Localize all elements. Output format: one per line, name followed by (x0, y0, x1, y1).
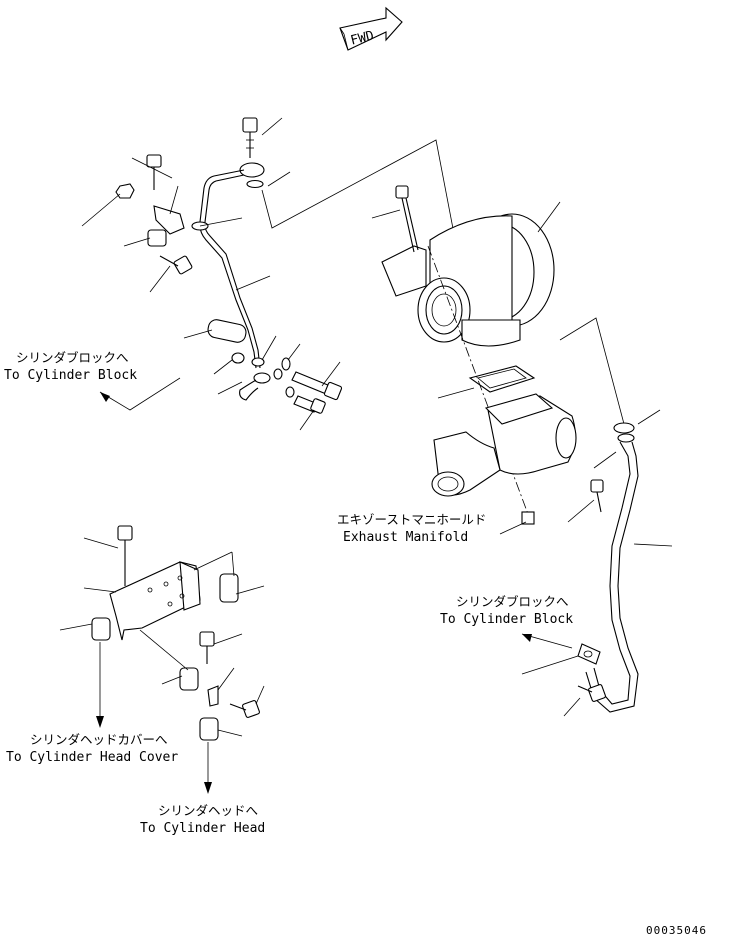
oil-supply-pipe-assembly (81, 117, 465, 431)
cyl-head-label-ja: シリンダヘッドへ (158, 803, 258, 818)
cyl-block-right-label-ja: シリンダブロックへ (456, 594, 569, 609)
exhaust-manifold: エキゾーストマニホールド Exhaust Manifold (337, 393, 577, 545)
fwd-label: FWD (349, 28, 376, 48)
bracket-assembly: シリンダヘッドカバーへ To Cylinder Head Cover シリンダヘ… (6, 525, 265, 836)
fwd-arrow-icon: FWD (339, 6, 403, 51)
cyl-block-right-label-en: To Cylinder Block (440, 612, 573, 627)
cyl-head-cover-label-ja: シリンダヘッドカバーへ (30, 732, 168, 747)
drawing-code: 00035046 (646, 924, 707, 937)
cyl-block-left-label-en: To Cylinder Block (4, 368, 137, 383)
exhaust-manifold-label-en: Exhaust Manifold (343, 530, 468, 545)
cyl-head-cover-label-en: To Cylinder Head Cover (6, 750, 178, 765)
cyl-head-label-en: To Cylinder Head (140, 821, 265, 836)
oil-drain-pipe-assembly: シリンダブロックへ To Cylinder Block (440, 409, 673, 717)
exhaust-manifold-label-ja: エキゾーストマニホールド (337, 512, 486, 527)
cyl-block-left-label-ja: シリンダブロックへ (16, 350, 129, 365)
